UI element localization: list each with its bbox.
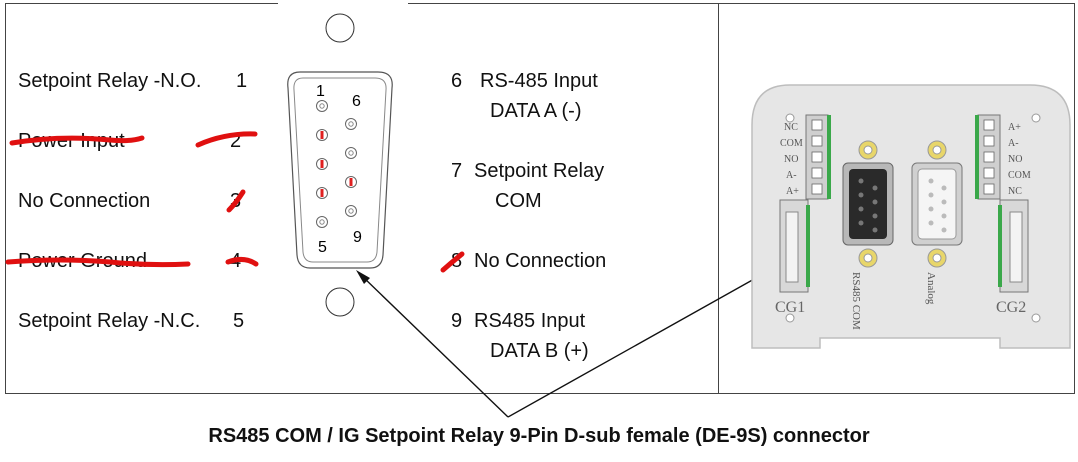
- pin2-number: 2: [230, 130, 242, 152]
- analog-dsub-pins: [928, 178, 947, 233]
- analog-label: Analog: [925, 272, 937, 305]
- diagram-frame: [5, 3, 1075, 394]
- mount-hole-top: [325, 13, 355, 43]
- pin-6: [345, 118, 357, 130]
- strike-pin2-number: [195, 131, 258, 148]
- pin-7: [345, 147, 357, 159]
- pin3-label: No Connection: [18, 190, 151, 212]
- panel-hole-tr: [1031, 113, 1041, 123]
- pin1-number: 1: [236, 70, 248, 92]
- connector-label-1: 1: [316, 83, 325, 100]
- pin8-label: No Connection: [474, 250, 607, 272]
- dsub-outline-outer: [287, 71, 393, 269]
- connector-label-6: 6: [352, 93, 361, 110]
- connector-label-5: 5: [318, 239, 327, 256]
- cg1-label: CG1: [775, 299, 805, 316]
- pin9-number: 9: [451, 310, 463, 332]
- arrowhead-left: [356, 270, 370, 284]
- pin-9: [345, 205, 357, 217]
- analog-dsub-face: [917, 168, 957, 240]
- lt-label-2: NO: [784, 154, 798, 165]
- pin1-label: Setpoint Relay -N.O.: [18, 70, 202, 92]
- pin6-label-line1: RS-485 Input: [480, 70, 598, 92]
- panel-hole-bl: [785, 313, 795, 323]
- lt-label-0: NC: [784, 122, 798, 133]
- terminal-green-right: [975, 115, 979, 199]
- strike-power-ground: [5, 257, 191, 268]
- strike-pin3-number: [226, 189, 246, 213]
- pin-4: [316, 187, 328, 199]
- panel-hole-tl: [785, 113, 795, 123]
- mount-hole-bottom: [325, 287, 355, 317]
- pin2-label: Power Input: [18, 130, 125, 152]
- figure-caption: RS485 COM / IG Setpoint Relay 9-Pin D-su…: [208, 425, 870, 447]
- strike-pin8-number: [440, 251, 465, 273]
- rt-label-1: A-: [1008, 138, 1019, 149]
- pin6-number: 6: [451, 70, 463, 92]
- rt-label-3: COM: [1008, 170, 1031, 181]
- pin5-label: Setpoint Relay -N.C.: [18, 310, 201, 332]
- panel-hole-br: [1031, 313, 1041, 323]
- pin6-label-line2: DATA A (-): [490, 100, 582, 122]
- dsub-outline-inner: [293, 77, 387, 263]
- cg2-label: CG2: [996, 299, 1026, 316]
- com-dsub-pins: [858, 178, 878, 233]
- rt-label-2: NO: [1008, 154, 1022, 165]
- arrow-to-pin-diagram: [361, 275, 509, 418]
- pin-1: [316, 100, 328, 112]
- frame-top-gap: [278, 0, 408, 6]
- strike-power-input: [9, 135, 145, 146]
- pin5-number: 5: [233, 310, 245, 332]
- pin-8: [345, 176, 357, 188]
- strike-marks: [5, 131, 465, 273]
- pin-5: [316, 216, 328, 228]
- pin9-label-line2: DATA B (+): [490, 340, 589, 362]
- lt-label-4: A+: [786, 186, 799, 197]
- com-label: RS485 COM: [850, 272, 862, 330]
- rt-label-4: NC: [1008, 186, 1022, 197]
- terminal-green-left: [827, 115, 831, 199]
- pin9-label-line1: RS485 Input: [474, 310, 586, 332]
- com-dsub-face: [849, 169, 887, 239]
- pin7-number: 7: [451, 160, 463, 182]
- pin-2: [316, 129, 328, 141]
- strike-pin4-number: [225, 256, 259, 267]
- pin7-label-line1: Setpoint Relay: [474, 160, 605, 182]
- panel-divider: [718, 3, 719, 394]
- device-panel: NC COM NO A- A+ A+ A- NO COM NC CG1 CG2: [751, 84, 1071, 349]
- pin7-label-line2: COM: [495, 190, 542, 212]
- pin-3: [316, 158, 328, 170]
- lt-label-1: COM: [780, 138, 803, 149]
- lt-label-3: A-: [786, 170, 797, 181]
- connector-label-9: 9: [353, 229, 362, 246]
- rt-label-0: A+: [1008, 122, 1021, 133]
